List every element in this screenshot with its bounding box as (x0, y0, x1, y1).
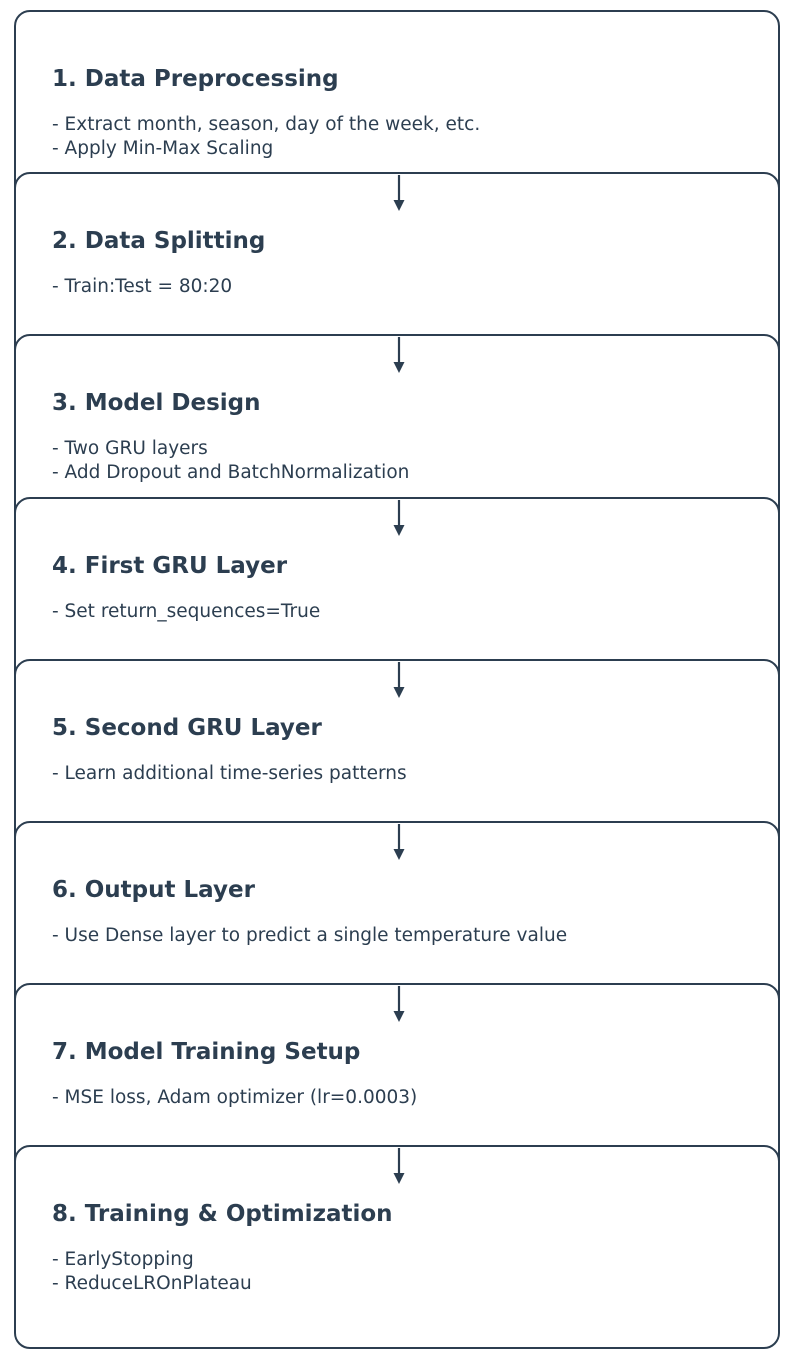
step-detail-line: - Extract month, season, day of the week… (52, 114, 481, 135)
step-detail-line: - Apply Min-Max Scaling (52, 138, 274, 159)
flow-arrow-down-icon (393, 500, 405, 536)
step-title: 2. Data Splitting (52, 228, 266, 254)
step-details: - Use Dense layer to predict a single te… (52, 924, 567, 948)
flow-arrow-down-icon (393, 824, 405, 860)
step-title: 4. First GRU Layer (52, 553, 288, 579)
flow-arrow-down-icon (393, 1148, 405, 1184)
step-details: - Two GRU layers - Add Dropout and BatchN… (52, 437, 409, 485)
step-details: - Extract month, season, day of the week… (52, 113, 480, 161)
step-card-8: 8. Training & Optimization - EarlyStoppin… (14, 1145, 780, 1349)
step-title: 7. Model Training Setup (52, 1039, 361, 1065)
step-details: - MSE loss, Adam optimizer (lr=0.0003) (52, 1086, 417, 1110)
step-detail-line: - MSE loss, Adam optimizer (lr=0.0003) (52, 1087, 418, 1108)
step-detail-line: - Add Dropout and BatchNormalization (52, 462, 410, 483)
flow-arrow-down-icon (393, 662, 405, 698)
step-title: 1. Data Preprocessing (52, 66, 339, 92)
step-title: 5. Second GRU Layer (52, 715, 322, 741)
step-title: 3. Model Design (52, 390, 261, 416)
step-detail-line: - Train:Test = 80:20 (52, 276, 233, 297)
step-details: - Learn additional time-series patterns (52, 762, 407, 786)
step-details: - EarlyStopping - ReduceLROnPlateau (52, 1248, 252, 1296)
step-details: - Set return_sequences=True (52, 600, 320, 624)
step-detail-line: - Learn additional time-series patterns (52, 763, 407, 784)
step-title: 6. Output Layer (52, 877, 255, 903)
step-details: - Train:Test = 80:20 (52, 275, 232, 299)
step-detail-line: - EarlyStopping (52, 1249, 194, 1270)
step-detail-line: - ReduceLROnPlateau (52, 1273, 252, 1294)
flow-arrow-down-icon (393, 175, 405, 211)
step-detail-line: - Use Dense layer to predict a single te… (52, 925, 568, 946)
flow-arrow-down-icon (393, 337, 405, 373)
step-title: 8. Training & Optimization (52, 1201, 393, 1227)
step-detail-line: - Set return_sequences=True (52, 601, 321, 622)
flow-arrow-down-icon (393, 986, 405, 1022)
step-detail-line: - Two GRU layers (52, 438, 208, 459)
